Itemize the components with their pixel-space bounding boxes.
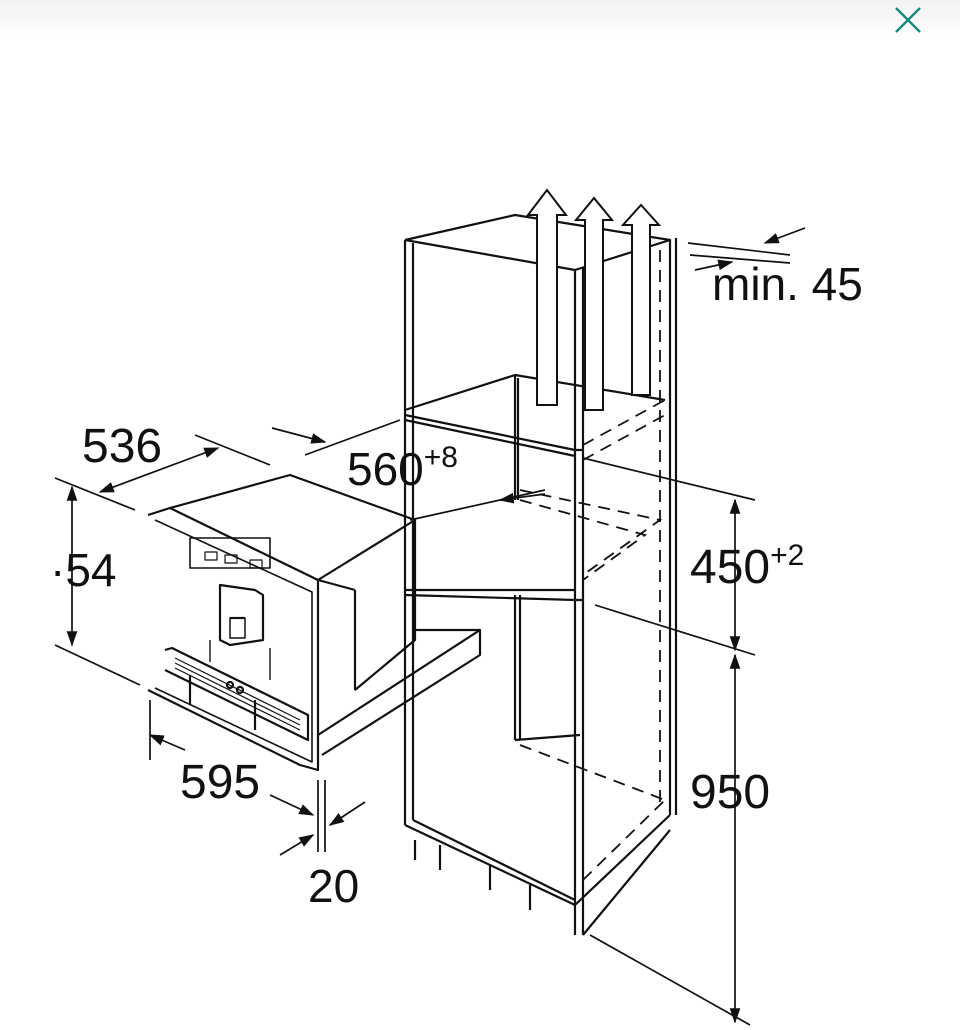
- label-offset: 20: [308, 860, 359, 912]
- label-niche-depth: 560+8: [347, 441, 458, 495]
- close-button[interactable]: [890, 2, 926, 38]
- label-floor-height: 950: [690, 766, 770, 819]
- label-depth: 536: [82, 420, 162, 473]
- label-width: 595: [180, 756, 260, 809]
- close-icon: [895, 7, 921, 33]
- tall-cabinet: [403, 213, 678, 936]
- dimension-labels: 536 ·54 595 20 560+8 450+2 950 min. 45: [50, 258, 863, 912]
- dimension-lines: [54, 227, 806, 1026]
- viewer-header: [0, 0, 960, 40]
- label-niche-height: 450+2: [690, 539, 804, 594]
- ventilation-arrows: [525, 188, 662, 411]
- label-height: ·54: [50, 544, 117, 596]
- label-vent-clearance: min. 45: [712, 258, 863, 310]
- coffee-machine: [147, 473, 482, 772]
- hidden-lines: [519, 250, 666, 881]
